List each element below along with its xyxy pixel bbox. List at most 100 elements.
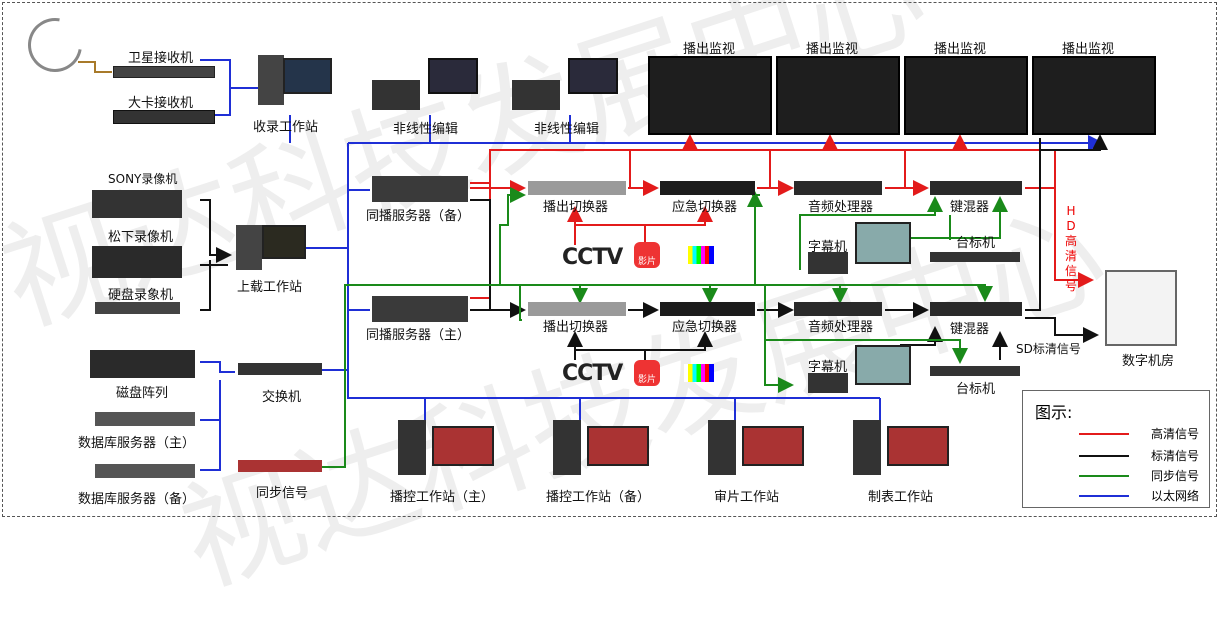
disk-array-device bbox=[90, 350, 195, 378]
label-caption-1: 字幕机 bbox=[808, 240, 848, 255]
playout-monitor-wall-1 bbox=[648, 56, 772, 135]
control-ws-backup-monitor bbox=[587, 426, 649, 466]
control-ws-backup-pc bbox=[553, 420, 581, 475]
label-emergency-switcher-2: 应急切换器 bbox=[672, 320, 738, 335]
satellite-receiver-device bbox=[113, 66, 215, 78]
label-server-main: 同播服务器（主） bbox=[366, 328, 471, 343]
legend-title: 图示: bbox=[1035, 403, 1073, 422]
sync-generator-device bbox=[238, 460, 322, 472]
label-dacard-receiver: 大卡接收机 bbox=[128, 96, 194, 111]
label-db-server-main: 数据库服务器（主） bbox=[78, 436, 196, 451]
audio-processor-2-device bbox=[794, 302, 882, 316]
hdd-recorder-device bbox=[95, 302, 180, 314]
label-playout-monitor-1: 播出监视 bbox=[683, 42, 736, 57]
caption-2-monitor bbox=[855, 345, 911, 385]
diagram-frame bbox=[2, 2, 1217, 517]
label-playout-monitor-4: 播出监视 bbox=[1062, 42, 1115, 57]
legend-swatch-hd bbox=[1079, 433, 1129, 435]
label-hdd-recorder: 硬盘录象机 bbox=[108, 288, 174, 303]
label-db-server-backup: 数据库服务器（备） bbox=[78, 492, 196, 507]
label-review-ws: 审片工作站 bbox=[714, 490, 780, 505]
ethernet-lines bbox=[200, 59, 1104, 471]
label-schedule-ws: 制表工作站 bbox=[868, 490, 934, 505]
playout-monitor-wall-2 bbox=[776, 56, 900, 135]
connection-lines bbox=[78, 59, 1108, 471]
cctv-logo-1: CCTV bbox=[562, 245, 623, 270]
nle-2-pc bbox=[512, 80, 560, 110]
label-satellite-receiver: 卫星接收机 bbox=[128, 51, 194, 66]
film-badge-label-1: 影片 bbox=[637, 257, 656, 267]
label-control-ws-main: 播控工作站（主） bbox=[390, 490, 495, 505]
label-digital-room: 数字机房 bbox=[1122, 354, 1175, 369]
sd-signal-lines bbox=[200, 134, 1108, 360]
legend-label-net: 以太网络 bbox=[1151, 489, 1200, 503]
label-caption-2: 字幕机 bbox=[808, 360, 848, 375]
logo-2-device bbox=[930, 366, 1020, 376]
dacard-receiver-device bbox=[113, 110, 215, 124]
keyer-1-device bbox=[930, 181, 1022, 195]
label-control-ws-backup: 播控工作站（备） bbox=[546, 490, 651, 505]
logo-1-device bbox=[930, 252, 1020, 262]
db-server-main-device bbox=[95, 412, 195, 426]
label-switch: 交换机 bbox=[262, 390, 302, 405]
label-playout-switcher-1: 播出切换器 bbox=[543, 200, 609, 215]
color-bars-icon-1 bbox=[684, 246, 714, 264]
legend-swatch-sync bbox=[1079, 475, 1129, 477]
upload-workstation-monitor bbox=[262, 225, 306, 259]
legend-label-sync: 同步信号 bbox=[1151, 469, 1200, 483]
nle-1-pc bbox=[372, 80, 420, 110]
playout-monitor-wall-4 bbox=[1032, 56, 1156, 135]
legend-item-sync: 同步信号 bbox=[1079, 467, 1209, 483]
server-main-device bbox=[372, 296, 468, 322]
schedule-ws-pc bbox=[853, 420, 881, 475]
cctv-logo-2: CCTV bbox=[562, 361, 623, 386]
playout-monitor-wall-3 bbox=[904, 56, 1028, 135]
label-keyer-2: 键混器 bbox=[950, 322, 990, 337]
audio-processor-1-device bbox=[794, 181, 882, 195]
color-bars-icon-2 bbox=[684, 364, 714, 382]
panasonic-vtr-device bbox=[92, 246, 182, 278]
sony-vtr-device bbox=[92, 190, 182, 218]
hd-signal-lines bbox=[470, 134, 1094, 299]
playout-switcher-2-device bbox=[528, 302, 626, 316]
keyer-2-device bbox=[930, 302, 1022, 316]
label-hd-signal: HD高清信号 bbox=[1064, 204, 1077, 293]
caption-1-pc bbox=[808, 252, 848, 274]
emergency-switcher-1-device bbox=[660, 181, 755, 195]
control-ws-main-monitor bbox=[432, 426, 494, 466]
control-ws-main-pc bbox=[398, 420, 426, 475]
label-sync-signal: 同步信号 bbox=[256, 486, 309, 501]
label-emergency-switcher-1: 应急切换器 bbox=[672, 200, 738, 215]
nle-2-monitor bbox=[568, 58, 618, 94]
label-playout-monitor-2: 播出监视 bbox=[806, 42, 859, 57]
legend-item-hd: 高清信号 bbox=[1079, 425, 1209, 441]
network-switch-device bbox=[238, 363, 322, 375]
label-nle-1: 非线性编辑 bbox=[393, 122, 459, 137]
label-logo-1: 台标机 bbox=[956, 236, 996, 251]
review-ws-monitor bbox=[742, 426, 804, 466]
playout-switcher-1-device bbox=[528, 181, 626, 195]
legend-swatch-net bbox=[1079, 495, 1129, 497]
legend-label-hd: 高清信号 bbox=[1151, 427, 1200, 441]
label-playout-monitor-3: 播出监视 bbox=[934, 42, 987, 57]
satellite-feed-line bbox=[78, 61, 112, 73]
label-audio-processor-1: 音频处理器 bbox=[808, 200, 874, 215]
legend-item-sd: 标清信号 bbox=[1079, 447, 1209, 463]
label-disk-array: 磁盘阵列 bbox=[116, 386, 169, 401]
upload-workstation-pc bbox=[236, 225, 262, 270]
label-server-backup: 同播服务器（备） bbox=[366, 209, 471, 224]
label-sony-vtr: SONY录像机 bbox=[108, 172, 178, 186]
film-badge-label-2: 影片 bbox=[637, 375, 656, 385]
sync-lines bbox=[320, 187, 1008, 468]
server-backup-device bbox=[372, 176, 468, 202]
label-upload-workstation: 上载工作站 bbox=[237, 280, 303, 295]
legend: 图示: 高清信号 标清信号 同步信号 以太网络 bbox=[1022, 390, 1210, 508]
film-badge-icon-2: 影片 bbox=[634, 360, 660, 386]
legend-item-net: 以太网络 bbox=[1079, 487, 1209, 503]
ingest-workstation-pc bbox=[258, 55, 284, 105]
film-badge-icon-1: 影片 bbox=[634, 242, 660, 268]
digital-room-building-icon bbox=[1105, 270, 1177, 346]
label-ingest-workstation: 收录工作站 bbox=[253, 120, 319, 135]
caption-1-monitor bbox=[855, 222, 911, 264]
